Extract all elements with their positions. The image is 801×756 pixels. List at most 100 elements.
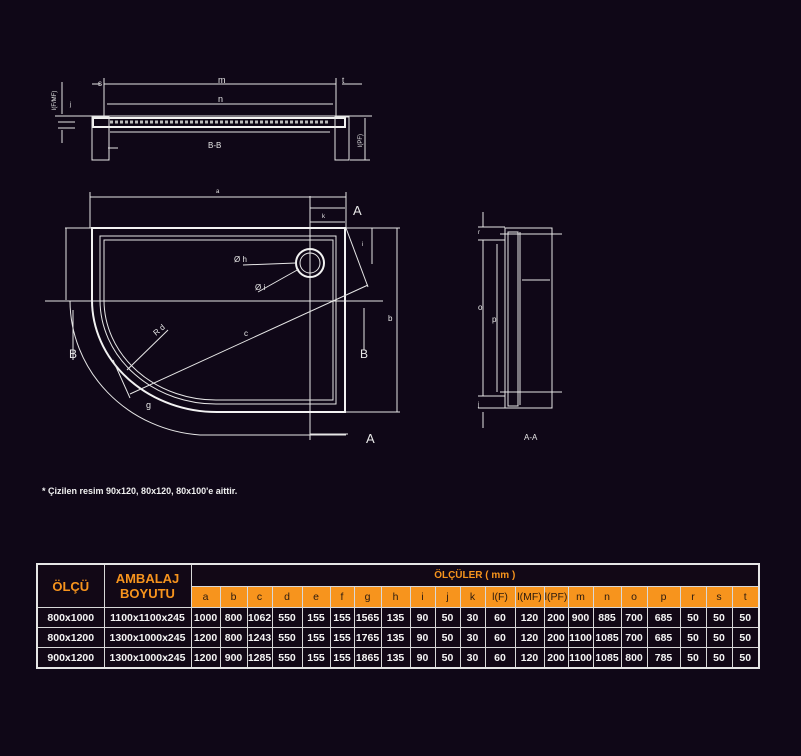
cell-value: 900: [567, 607, 594, 628]
cell-value: 155: [301, 607, 331, 628]
section-marker-a-top: A: [353, 203, 362, 218]
section-aa-title: A-A: [524, 433, 538, 442]
cell-value: 1100: [567, 647, 594, 669]
section-bb-view: s m n t l(F/MF) j l(PF) B-B: [52, 75, 372, 161]
section-marker-b-left: B: [69, 347, 77, 361]
section-aa-view: r o p j A-A: [477, 212, 562, 442]
cell-value: 135: [380, 607, 411, 628]
dim-label-r: r: [478, 230, 480, 236]
header-letter-9: j: [434, 586, 461, 608]
cell-value: 800: [219, 607, 248, 628]
cell-value: 50: [434, 607, 461, 628]
section-marker-a-bottom: A: [366, 431, 375, 446]
dim-label-drain-i: Ø i: [255, 283, 265, 292]
cell-value: 550: [271, 627, 303, 648]
cell-value: 155: [329, 627, 355, 648]
cell-value: 50: [705, 627, 733, 648]
header-letter-6: g: [353, 586, 382, 608]
cell-value: 50: [731, 627, 760, 648]
dim-label-n: n: [218, 94, 223, 104]
cell-value: 1062: [246, 607, 273, 628]
cell-value: 1243: [246, 627, 273, 648]
cell-value: 50: [679, 627, 707, 648]
cell-value: 700: [620, 607, 648, 628]
dim-label-m: m: [218, 75, 226, 85]
header-letter-16: o: [620, 586, 648, 608]
header-letter-8: i: [409, 586, 436, 608]
cell-value: 685: [646, 627, 681, 648]
header-letter-19: s: [705, 586, 733, 608]
cell-value: 785: [646, 647, 681, 669]
cell-value: 1565: [353, 607, 382, 628]
header-letter-1: b: [219, 586, 248, 608]
header-letter-2: c: [246, 586, 273, 608]
cell-value: 120: [514, 627, 545, 648]
header-letter-10: k: [459, 586, 486, 608]
header-size: ÖLÇÜ: [36, 563, 105, 608]
cell-value: 155: [301, 627, 331, 648]
dim-label-rd: R d: [152, 323, 167, 338]
cell-value: 1085: [592, 647, 622, 669]
dim-label-o: o: [478, 303, 483, 312]
cell-value: 135: [380, 627, 411, 648]
cell-value: 30: [459, 607, 486, 628]
header-letter-11: l(F): [484, 586, 516, 608]
cell-value: 155: [329, 647, 355, 669]
cell-value: 800: [620, 647, 648, 669]
cell-value: 700: [620, 627, 648, 648]
header-letter-12: l(MF): [514, 586, 545, 608]
cell-value: 60: [484, 607, 516, 628]
dim-label-p: p: [492, 315, 497, 324]
cell-value: 90: [409, 607, 436, 628]
cell-value: 50: [434, 627, 461, 648]
cell-value: 30: [459, 627, 486, 648]
header-letter-3: d: [271, 586, 303, 608]
header-letter-7: h: [380, 586, 411, 608]
header-letter-13: l(PF): [543, 586, 569, 608]
header-letter-14: m: [567, 586, 594, 608]
cell-value: 50: [705, 647, 733, 669]
header-package: AMBALAJ BOYUTU: [103, 563, 192, 608]
cell-value: 1100: [567, 627, 594, 648]
cell-value: 60: [484, 627, 516, 648]
dim-label-t: t: [342, 76, 345, 85]
cell-value: 1000: [190, 607, 221, 628]
dim-label-g: g: [146, 400, 151, 410]
plan-view: a k A A i Ø h Ø i b B B R d c g: [45, 189, 400, 446]
cell-size: 800x1200: [36, 627, 105, 648]
cell-value: 90: [409, 647, 436, 669]
dim-label-lpf: l(PF): [358, 134, 364, 147]
drawing-note: * Çizilen resim 90x120, 80x120, 80x100'e…: [42, 486, 238, 496]
cell-value: 550: [271, 647, 303, 669]
cell-value: 900: [219, 647, 248, 669]
cell-value: 885: [592, 607, 622, 628]
cell-value: 50: [679, 607, 707, 628]
dim-label-k: k: [322, 214, 326, 220]
cell-package: 1300x1000x245: [103, 647, 192, 669]
cell-value: 800: [219, 627, 248, 648]
dim-label-lfmf: l(F/MF): [52, 91, 58, 110]
cell-value: 1765: [353, 627, 382, 648]
cell-value: 200: [543, 627, 569, 648]
cell-value: 1200: [190, 647, 221, 669]
header-dimensions: ÖLÇÜLER ( mm ): [190, 563, 760, 587]
cell-value: 200: [543, 607, 569, 628]
cell-value: 50: [731, 607, 760, 628]
section-marker-b-right: B: [360, 347, 368, 361]
cell-value: 155: [301, 647, 331, 669]
cell-value: 1085: [592, 627, 622, 648]
header-letter-0: a: [190, 586, 221, 608]
cell-value: 1285: [246, 647, 273, 669]
header-letter-17: p: [646, 586, 681, 608]
cell-value: 50: [434, 647, 461, 669]
cell-value: 685: [646, 607, 681, 628]
cell-value: 50: [731, 647, 760, 669]
cell-size: 800x1000: [36, 607, 105, 628]
cell-package: 1100x1100x245: [103, 607, 192, 628]
cell-value: 1200: [190, 627, 221, 648]
